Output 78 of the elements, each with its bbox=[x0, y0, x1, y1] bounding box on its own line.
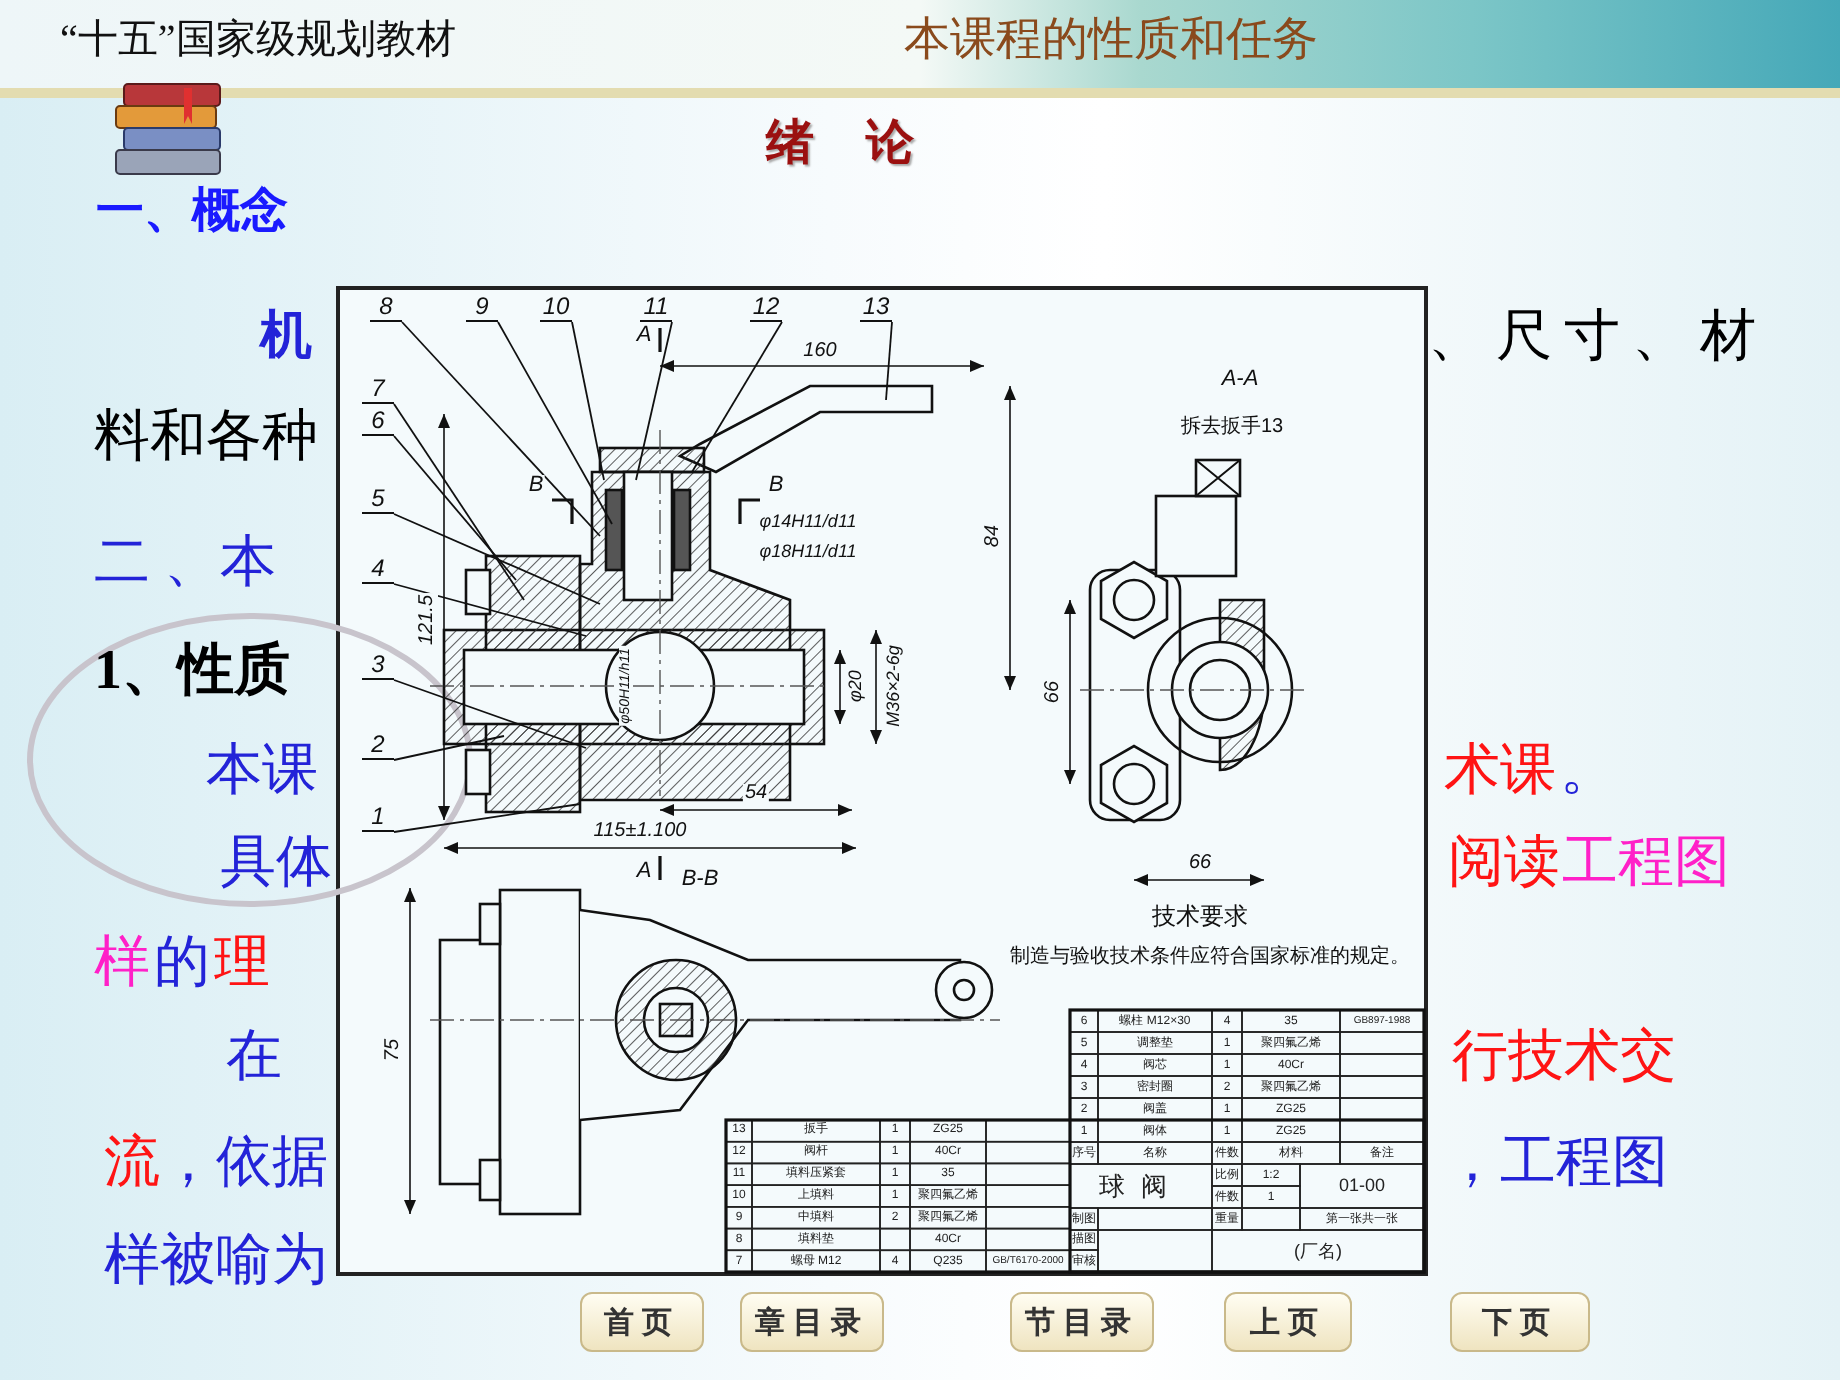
section-letter: B bbox=[526, 475, 546, 497]
leader-line bbox=[691, 321, 783, 473]
nav-button: 首页 bbox=[580, 1292, 704, 1352]
callout-number: 10 bbox=[540, 294, 572, 322]
callout-number: 8 bbox=[370, 294, 402, 322]
table-cell: 球阀 bbox=[1099, 1173, 1183, 1199]
heading: 一、概念 bbox=[96, 188, 288, 236]
callout-number: 9 bbox=[466, 294, 498, 322]
dimension-value: M36×2-6g bbox=[885, 643, 903, 729]
heading: 1、性质 bbox=[94, 644, 290, 700]
dimension-value: φ20 bbox=[847, 668, 865, 704]
body-text: 在 bbox=[226, 1030, 282, 1086]
body-text: 样 bbox=[94, 936, 150, 992]
callout-number: 1 bbox=[362, 804, 394, 832]
leader-line bbox=[393, 513, 601, 605]
notes-heading: 技术要求 bbox=[1150, 904, 1250, 928]
header-text: “十五”国家级规划教材 bbox=[60, 20, 456, 60]
table-cell: (厂名) bbox=[1294, 1242, 1342, 1260]
callout-number: 2 bbox=[362, 732, 394, 760]
body-text: 行技术交 bbox=[1452, 1030, 1676, 1086]
dimension-value: 115±1.100 bbox=[591, 822, 689, 842]
nav-button: 上页 bbox=[1224, 1292, 1352, 1352]
body-text: 料和各种 bbox=[94, 410, 318, 466]
nav-button: 下页 bbox=[1450, 1292, 1590, 1352]
body-text: 理 bbox=[214, 936, 270, 992]
leader-line bbox=[393, 679, 587, 749]
dimension-value: 160 bbox=[801, 342, 839, 362]
dimension-value: 66 bbox=[1044, 678, 1064, 706]
section-heading: 本课程的性质和任务 bbox=[904, 16, 1318, 62]
view-note: 拆去扳手13 bbox=[1178, 418, 1286, 438]
body-text: 的 bbox=[154, 936, 210, 992]
leader-line bbox=[393, 735, 505, 761]
dimension-value: 121.5 bbox=[418, 592, 438, 648]
callout-number: 5 bbox=[362, 486, 394, 514]
leader-line bbox=[393, 435, 517, 581]
body-text: 本课 bbox=[206, 744, 318, 800]
dimension-value: 84 bbox=[984, 522, 1004, 550]
body-text: 样被喻为 bbox=[104, 1234, 328, 1290]
callout-number: 13 bbox=[860, 294, 892, 322]
body-text: 阅读 bbox=[1448, 836, 1560, 892]
body-text: 具体 bbox=[220, 836, 332, 892]
leader-line bbox=[635, 321, 673, 481]
body-text: 流 bbox=[104, 1136, 160, 1192]
leader-line bbox=[393, 583, 587, 637]
leader-line bbox=[885, 321, 893, 401]
callout-number: 4 bbox=[362, 556, 394, 584]
dimension-value: 75 bbox=[384, 1036, 404, 1064]
leader-line bbox=[571, 321, 605, 481]
body-text: 机 bbox=[260, 310, 312, 362]
leader-line bbox=[393, 403, 525, 601]
leader-line bbox=[497, 321, 613, 525]
callout-number: 3 bbox=[362, 652, 394, 680]
nav-button: 章目录 bbox=[740, 1292, 884, 1352]
view-label: B-B bbox=[679, 869, 721, 891]
body-text: ，工程图 bbox=[1444, 1136, 1668, 1192]
section-letter: A bbox=[634, 861, 654, 883]
callout-number: 6 bbox=[362, 408, 394, 436]
callout-number: 11 bbox=[640, 294, 672, 322]
body-text: 术课 bbox=[1444, 744, 1556, 800]
body-text: 、尺寸、材 bbox=[1428, 310, 1768, 366]
callout-number: 7 bbox=[362, 376, 394, 404]
dimension-value: φ18H11/d11 bbox=[757, 543, 859, 561]
dimension-value: φ14H11/d11 bbox=[757, 513, 859, 531]
body-text: 。 bbox=[1560, 744, 1616, 800]
body-text: ，依据 bbox=[160, 1136, 328, 1192]
leader-line bbox=[401, 321, 601, 537]
view-label: A-A bbox=[1219, 369, 1261, 391]
callout-number: 12 bbox=[750, 294, 782, 322]
heading: 二 、本 bbox=[94, 536, 276, 592]
section-letter: A bbox=[634, 325, 654, 347]
slide-title: 绪 论 bbox=[766, 120, 934, 168]
nav-button: 节目录 bbox=[1010, 1292, 1154, 1352]
leader-line bbox=[393, 803, 581, 833]
table-cell: 01-00 bbox=[1338, 1177, 1386, 1195]
body-text: 工程图 bbox=[1562, 836, 1730, 892]
section-letter: B bbox=[766, 475, 786, 497]
dimension-value: 54 bbox=[742, 784, 770, 804]
dimension-value: 66 bbox=[1186, 854, 1214, 874]
